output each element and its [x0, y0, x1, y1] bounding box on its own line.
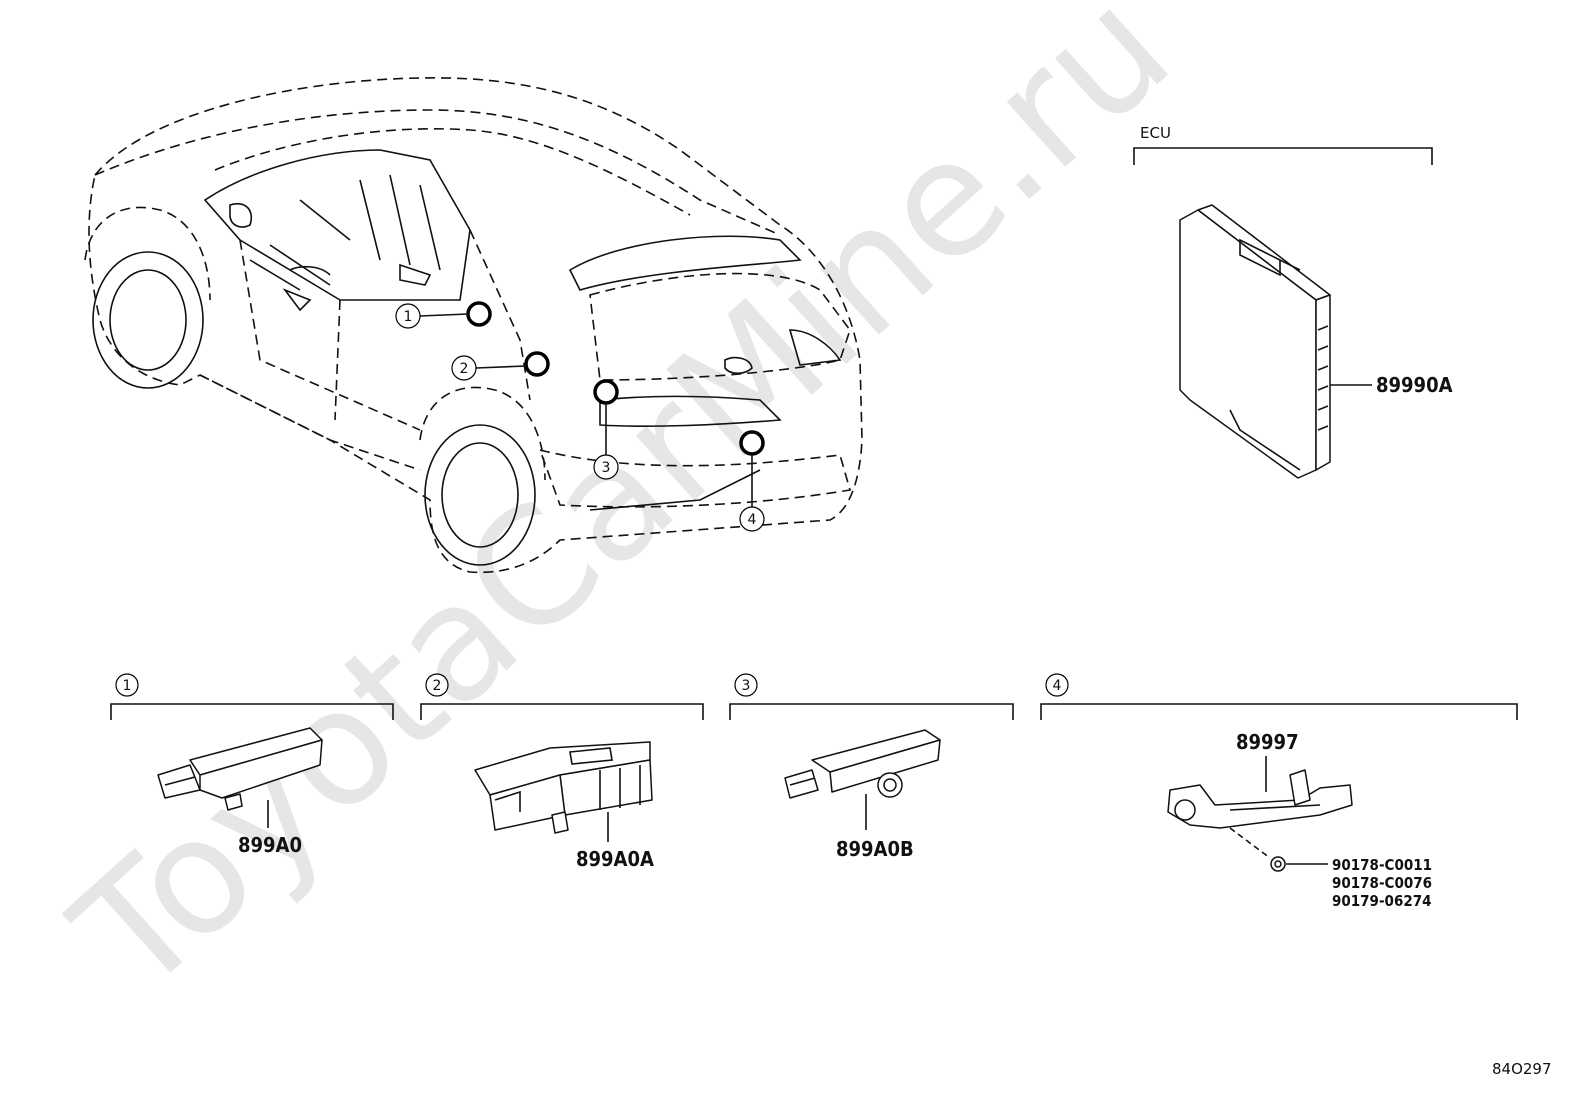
- group-3: 3 899A0B: [729, 673, 1014, 861]
- diagram-code: 84O297: [1492, 1060, 1552, 1078]
- ecu-group-label: ECU: [1140, 124, 1171, 142]
- callout-leaders: [419, 313, 753, 507]
- fastener-part-number: 90178-C0011: [1332, 856, 1432, 874]
- callout-badge-1: 1: [395, 303, 421, 329]
- part-number: 89997: [1236, 730, 1299, 754]
- vehicle-illustration: [84, 77, 863, 574]
- group-number: 1: [123, 678, 132, 694]
- group-number: 2: [433, 678, 442, 694]
- callout-badges: 1 2 3 4: [395, 303, 765, 532]
- ecu-bracket: [1133, 147, 1433, 165]
- callout-badge-4: 4: [739, 506, 765, 532]
- group-2: 2 899A0A: [420, 673, 704, 871]
- callout-target-3: [593, 379, 619, 405]
- group-bracket: [110, 703, 394, 720]
- callout-number: 4: [748, 512, 757, 528]
- sensor-drawing: [784, 729, 941, 799]
- group-4: 4 89997 90178-C0011 90178-C0076 90179-06…: [1040, 673, 1518, 910]
- sensor-drawing: [157, 727, 323, 811]
- clip-fastener-drawing: [1270, 856, 1286, 872]
- ecu-group: ECU 89990A: [1133, 124, 1453, 479]
- part-number: 899A0A: [576, 847, 654, 871]
- sensor-drawing: [474, 741, 653, 834]
- fastener-part-number: 90179-06274: [1332, 892, 1432, 910]
- group-bracket: [420, 703, 704, 720]
- fastener-part-number: 90178-C0076: [1332, 874, 1432, 892]
- callout-number: 3: [602, 460, 611, 476]
- callout-target-1: [466, 301, 492, 327]
- callout-badge-2: 2: [451, 355, 477, 381]
- group-bracket: [729, 703, 1014, 720]
- group-bracket: [1040, 703, 1518, 720]
- group-number: 4: [1053, 678, 1062, 694]
- ecu-module-drawing: [1179, 204, 1331, 479]
- callout-target-4: [739, 430, 765, 456]
- callout-number: 1: [404, 309, 413, 325]
- part-number: 899A0B: [836, 837, 914, 861]
- sensor-drawing: [1167, 769, 1353, 829]
- callout-targets: [466, 301, 765, 456]
- watermark: ToyotaCarMine.ru: [40, 0, 1205, 1029]
- callout-badge-3: 3: [593, 454, 619, 480]
- group-number: 3: [742, 678, 751, 694]
- group-1: 1 899A0: [110, 673, 394, 857]
- callout-target-2: [524, 351, 550, 377]
- ecu-part-number: 89990A: [1376, 373, 1453, 397]
- callout-number: 2: [460, 361, 469, 377]
- part-number: 899A0: [238, 833, 302, 857]
